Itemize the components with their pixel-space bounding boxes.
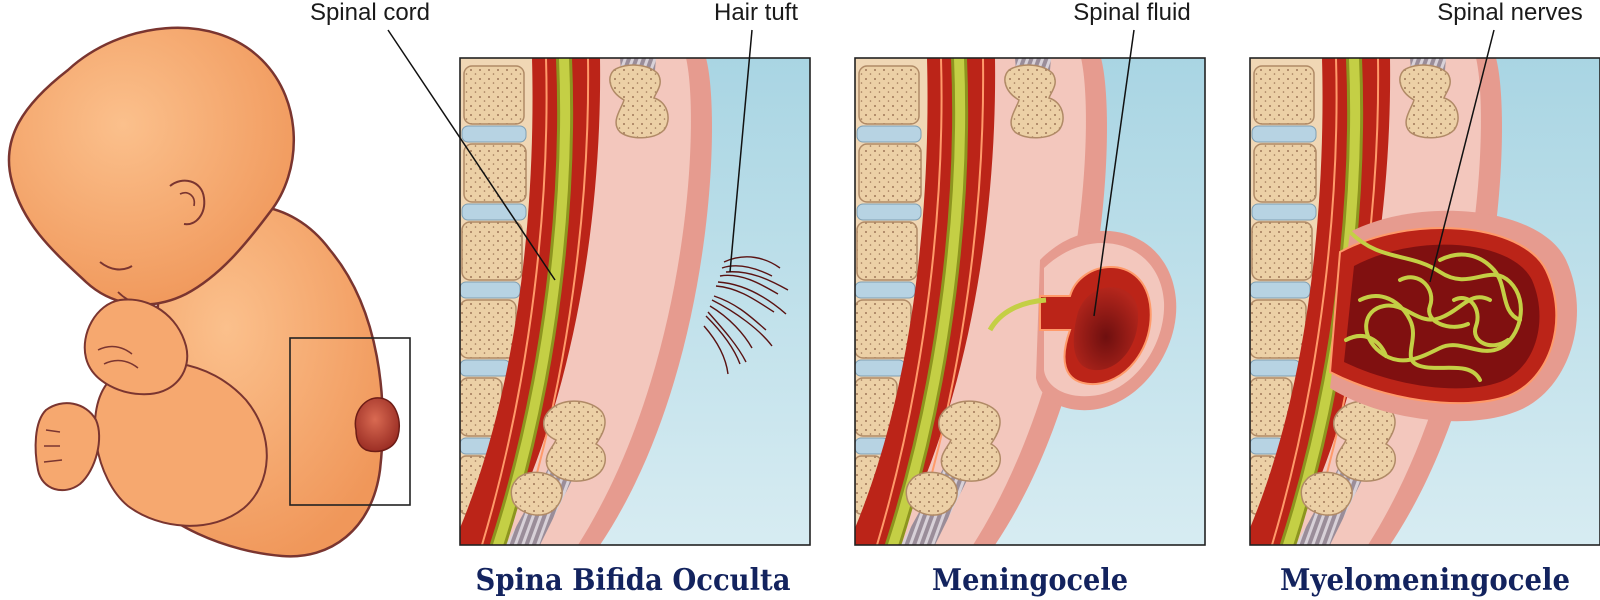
panel-spina-bifida-occulta [459,57,811,546]
panel-myelomeningocele [1249,57,1600,546]
zoom-box [289,337,411,506]
spinal-nerves [1344,230,1523,382]
label-spinal-cord: Spinal cord [310,0,430,26]
leader-spinal-fluid [1093,29,1135,317]
fetus-illustration [7,26,400,558]
label-hair-tuft: Hair tuft [714,0,798,26]
leader-hair-tuft [729,29,753,273]
panel-meningocele [854,57,1206,546]
label-spinal-nerves: Spinal nerves [1437,0,1582,26]
leader-spinal-cord [387,29,556,281]
callout-lines [387,29,1495,317]
hair-tuft [703,256,789,375]
leader-spinal-nerves [1429,29,1495,283]
spinal-fluid [1073,287,1139,371]
label-spinal-fluid: Spinal fluid [1073,0,1190,26]
title-spina-bifida-occulta: Spina Bifida Occulta [476,563,791,598]
title-myelomeningocele: Myelomeningocele [1280,563,1570,598]
title-meningocele: Meningocele [932,563,1128,598]
lesion-sac [354,397,400,453]
